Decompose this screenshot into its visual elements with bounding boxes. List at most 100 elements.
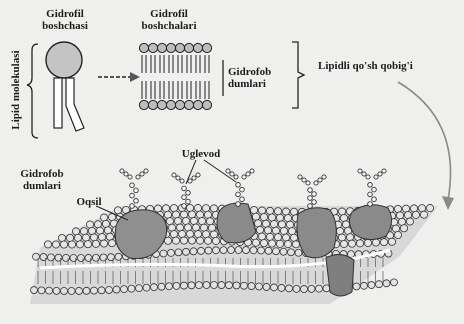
- membrane-head: [210, 205, 217, 212]
- membrane-head: [208, 224, 215, 231]
- membrane-head: [136, 285, 143, 292]
- sugar-bead: [186, 191, 191, 196]
- lipid-head: [148, 100, 157, 109]
- membrane-head: [426, 204, 433, 211]
- membrane-head: [158, 283, 165, 290]
- sugar-bead: [188, 179, 192, 183]
- membrane-head: [380, 239, 387, 246]
- sugar-bead: [312, 200, 317, 205]
- membrane-head: [100, 240, 107, 247]
- membrane-head: [212, 237, 219, 244]
- membrane-head: [276, 214, 283, 221]
- small-lipid-bilayer: [139, 43, 211, 109]
- membrane-head: [218, 282, 225, 289]
- sugar-bead: [308, 188, 313, 193]
- sugar-bead: [308, 204, 313, 209]
- membrane-head: [243, 247, 250, 254]
- membrane-head: [38, 287, 45, 294]
- membrane-head: [391, 279, 398, 286]
- membrane-head: [200, 224, 207, 231]
- membrane-head: [40, 254, 47, 261]
- membrane-head: [194, 230, 201, 237]
- membrane-head: [272, 227, 279, 234]
- membrane-head: [274, 208, 281, 215]
- membrane-head: [256, 226, 263, 233]
- membrane-head: [183, 248, 190, 255]
- sugar-bead: [182, 204, 187, 209]
- lipid-molecule-brace: [27, 44, 38, 138]
- label-lipid-bilayer-text: Lipidli qo'sh qobig'i: [318, 60, 413, 72]
- sugar-bead: [130, 183, 135, 188]
- membrane-head: [83, 287, 90, 294]
- membrane-head: [400, 225, 407, 232]
- sugar-bead: [322, 175, 326, 179]
- sugar-bead: [382, 169, 386, 173]
- membrane-head: [178, 230, 185, 237]
- lipid-head: [193, 100, 202, 109]
- membrane-head: [184, 224, 191, 231]
- membrane-head: [53, 287, 60, 294]
- membrane-head: [372, 239, 379, 246]
- membrane-head: [172, 237, 179, 244]
- membrane-head: [115, 253, 122, 260]
- membrane-head: [186, 230, 193, 237]
- membrane-head: [188, 237, 195, 244]
- membrane-head: [202, 205, 209, 212]
- membrane-head: [256, 283, 263, 290]
- membrane-head: [78, 254, 85, 261]
- lipid-head: [193, 43, 202, 52]
- membrane-head: [228, 247, 235, 254]
- membrane-head: [166, 283, 173, 290]
- membrane-head: [271, 284, 278, 291]
- membrane-head: [308, 285, 315, 292]
- label-carbohydrate-text: Uglevod: [182, 148, 221, 160]
- membrane-head: [233, 282, 240, 289]
- protein-blob-5: [326, 254, 354, 296]
- label-hydrophobic-tails-molecule: Gidrofob dumlari: [14, 168, 70, 192]
- sugar-bead: [372, 187, 377, 192]
- sugar-bead: [308, 196, 313, 201]
- membrane-head: [266, 207, 273, 214]
- membrane-head: [348, 240, 355, 247]
- membrane-head: [376, 281, 383, 288]
- membrane-head: [284, 240, 291, 247]
- membrane-head: [60, 241, 67, 248]
- membrane-head: [128, 285, 135, 292]
- sugar-bead: [180, 179, 184, 183]
- bilayer-brace: [292, 42, 304, 108]
- membrane-head: [264, 227, 271, 234]
- membrane-head: [286, 221, 293, 228]
- sugar-bead: [130, 204, 135, 209]
- membrane-head: [288, 249, 295, 256]
- membrane-head: [368, 282, 375, 289]
- membrane-head: [276, 240, 283, 247]
- sugar-bead: [368, 202, 373, 207]
- sugar-bead: [120, 169, 124, 173]
- lipid-head: [184, 43, 193, 52]
- membrane-head: [143, 284, 150, 291]
- lipid-head: [175, 43, 184, 52]
- sugar-bead: [182, 195, 187, 200]
- carbohydrate-chains: [120, 169, 386, 208]
- curved-arrow-to-membrane: [398, 82, 454, 210]
- sugar-bead: [234, 175, 238, 179]
- membrane-head: [92, 240, 99, 247]
- sugar-bead: [240, 197, 245, 202]
- membrane-head: [76, 241, 83, 248]
- membrane-head: [52, 241, 59, 248]
- sugar-bead: [182, 186, 187, 191]
- membrane-head: [68, 241, 75, 248]
- lipid-head: [184, 100, 193, 109]
- sugar-bead: [306, 181, 310, 185]
- membrane-head: [220, 247, 227, 254]
- membrane-head: [168, 249, 175, 256]
- membrane-head: [186, 204, 193, 211]
- membrane-head: [284, 214, 291, 221]
- membrane-head: [280, 227, 287, 234]
- lipid-head: [166, 43, 175, 52]
- membrane-head: [205, 247, 212, 254]
- membrane-head: [278, 221, 285, 228]
- membrane-head: [192, 224, 199, 231]
- label-lipid-molecule-text: Lipid molekulasi: [10, 50, 22, 129]
- membrane-head: [196, 211, 203, 218]
